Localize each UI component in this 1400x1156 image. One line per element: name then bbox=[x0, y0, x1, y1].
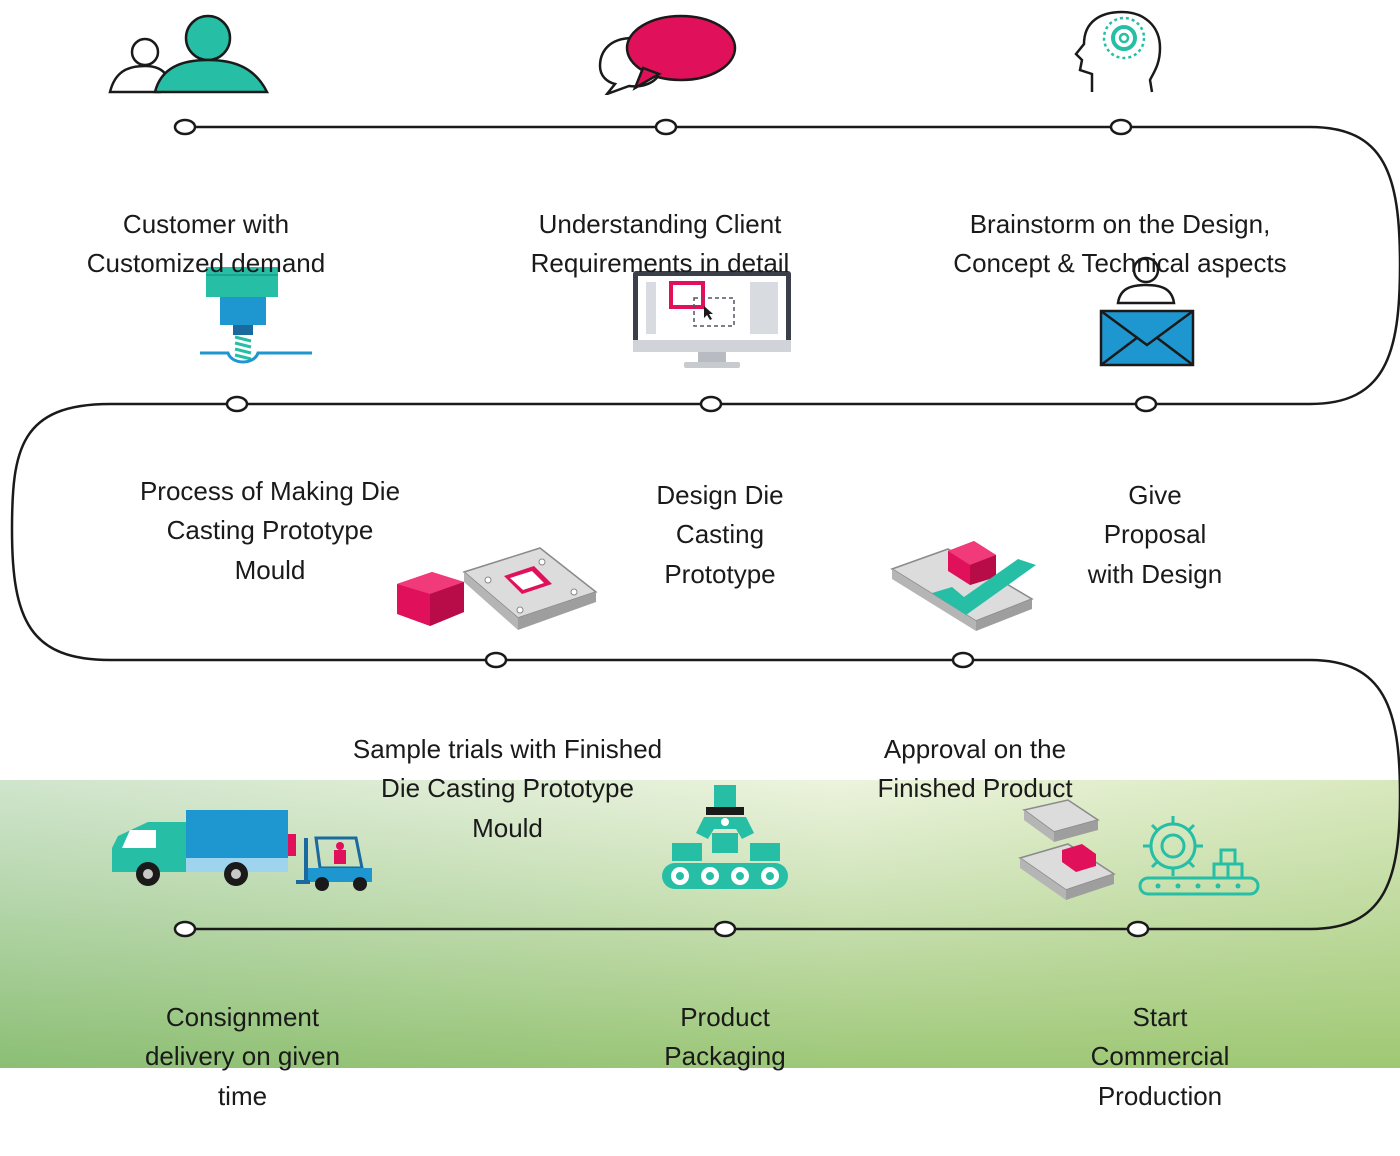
node-3 bbox=[1109, 118, 1133, 136]
node-1 bbox=[173, 118, 197, 136]
users-icon bbox=[108, 14, 270, 94]
step-label-3: Brainstorm on the Design,Concept & Techn… bbox=[953, 208, 1287, 279]
mould-check-icon bbox=[890, 541, 1036, 631]
node-4 bbox=[1134, 395, 1158, 413]
mould-block-icon bbox=[397, 547, 598, 630]
node-7 bbox=[484, 651, 508, 669]
user-envelope-icon bbox=[1099, 256, 1195, 367]
head-gear-icon bbox=[1074, 10, 1162, 93]
truck-forklift-icon bbox=[112, 810, 372, 891]
monitor-design-icon bbox=[633, 271, 791, 368]
node-5 bbox=[699, 395, 723, 413]
node-9 bbox=[1126, 920, 1150, 938]
node-11 bbox=[173, 920, 197, 938]
production-gear-icon bbox=[1018, 799, 1260, 900]
speech-bubbles-icon bbox=[598, 14, 737, 95]
packaging-conveyor-icon bbox=[662, 785, 788, 889]
node-6 bbox=[225, 395, 249, 413]
node-2 bbox=[654, 118, 678, 136]
node-10 bbox=[713, 920, 737, 938]
milling-machine-icon bbox=[200, 267, 312, 364]
node-8 bbox=[951, 651, 975, 669]
